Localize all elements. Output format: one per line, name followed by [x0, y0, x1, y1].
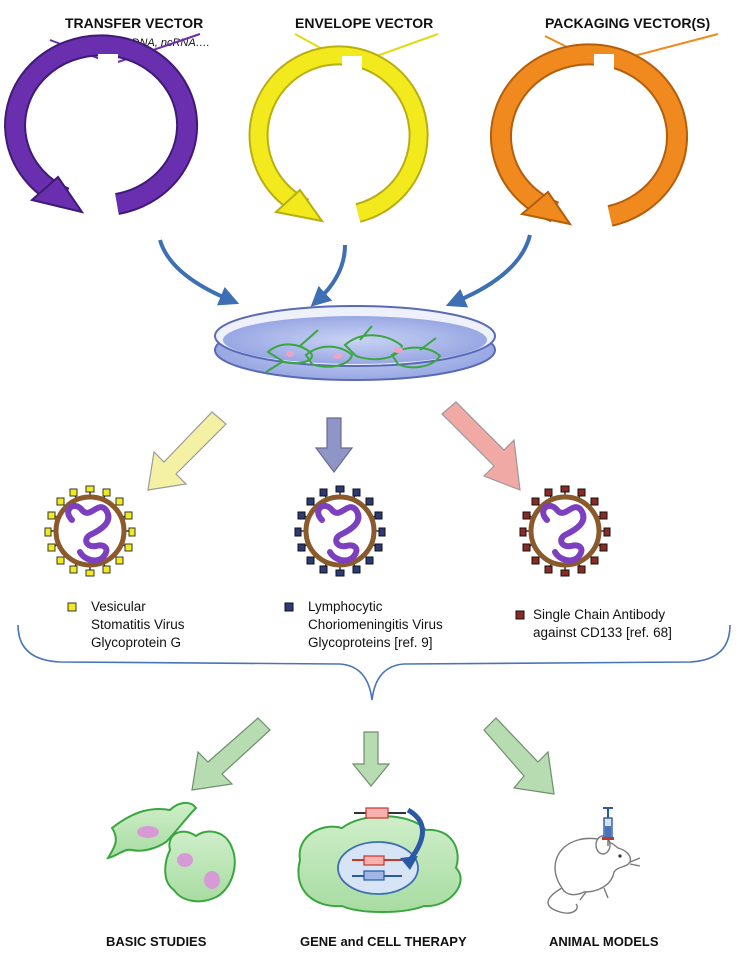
legend-cd133-line-2: against CD133 [ref. 68] — [533, 625, 672, 640]
legend-vsvg-line-3: Glycoprotein G — [91, 635, 181, 650]
legend-vsvg: Vesicular Stomatitis Virus Glycoprotein … — [67, 599, 185, 650]
label-basic-studies: BASIC STUDIES — [106, 934, 207, 949]
virion-vsvg — [44, 485, 136, 577]
transfer-vector-plasmid — [4, 33, 201, 215]
envelope-vector-title: ENVELOPE VECTOR — [295, 15, 433, 31]
legend-vsvg-line-1: Vesicular — [91, 599, 146, 614]
arrow-to-lcmv-virion — [314, 417, 354, 473]
legend-lcmv: Lymphocytic Choriomeningitis Virus Glyco… — [284, 599, 443, 650]
arrow-to-basic-studies — [191, 717, 271, 791]
legend-lcmv-line-1: Lymphocytic — [308, 599, 383, 614]
virion-lcmv — [294, 485, 386, 577]
animal-models-mouse-illustration — [547, 807, 641, 914]
virion-cd133 — [519, 485, 611, 577]
label-gene-cell-therapy: GENE and CELL THERAPY — [300, 934, 467, 949]
grouping-brace — [17, 624, 731, 701]
petri-dish — [214, 305, 496, 381]
arrow-to-cd133-virion — [441, 401, 521, 491]
transfer-vector-title: TRANSFER VECTOR — [65, 15, 203, 31]
arrow-to-animal-models — [483, 717, 555, 795]
arrow-to-gene-therapy — [351, 731, 391, 787]
packaging-vector-title: PACKAGING VECTOR(S) — [545, 15, 710, 31]
gene-therapy-illustration — [297, 807, 462, 913]
legend-lcmv-line-2: Choriomeningitis Virus — [308, 617, 443, 632]
legend-cd133-line-1: Single Chain Antibody — [533, 607, 665, 622]
legend-cd133: Single Chain Antibody against CD133 [ref… — [515, 607, 672, 640]
arrow-to-vsvg-virion — [147, 411, 227, 491]
transfection-arrows — [158, 234, 532, 308]
packaging-vector-plasmid — [490, 33, 719, 227]
basic-studies-cells-illustration — [105, 802, 236, 903]
legend-vsvg-line-2: Stomatitis Virus — [91, 617, 185, 632]
envelope-vector-plasmid — [248, 33, 439, 223]
legend-lcmv-line-3: Glycoproteins [ref. 9] — [308, 635, 433, 650]
label-animal-models: ANIMAL MODELS — [549, 934, 659, 949]
